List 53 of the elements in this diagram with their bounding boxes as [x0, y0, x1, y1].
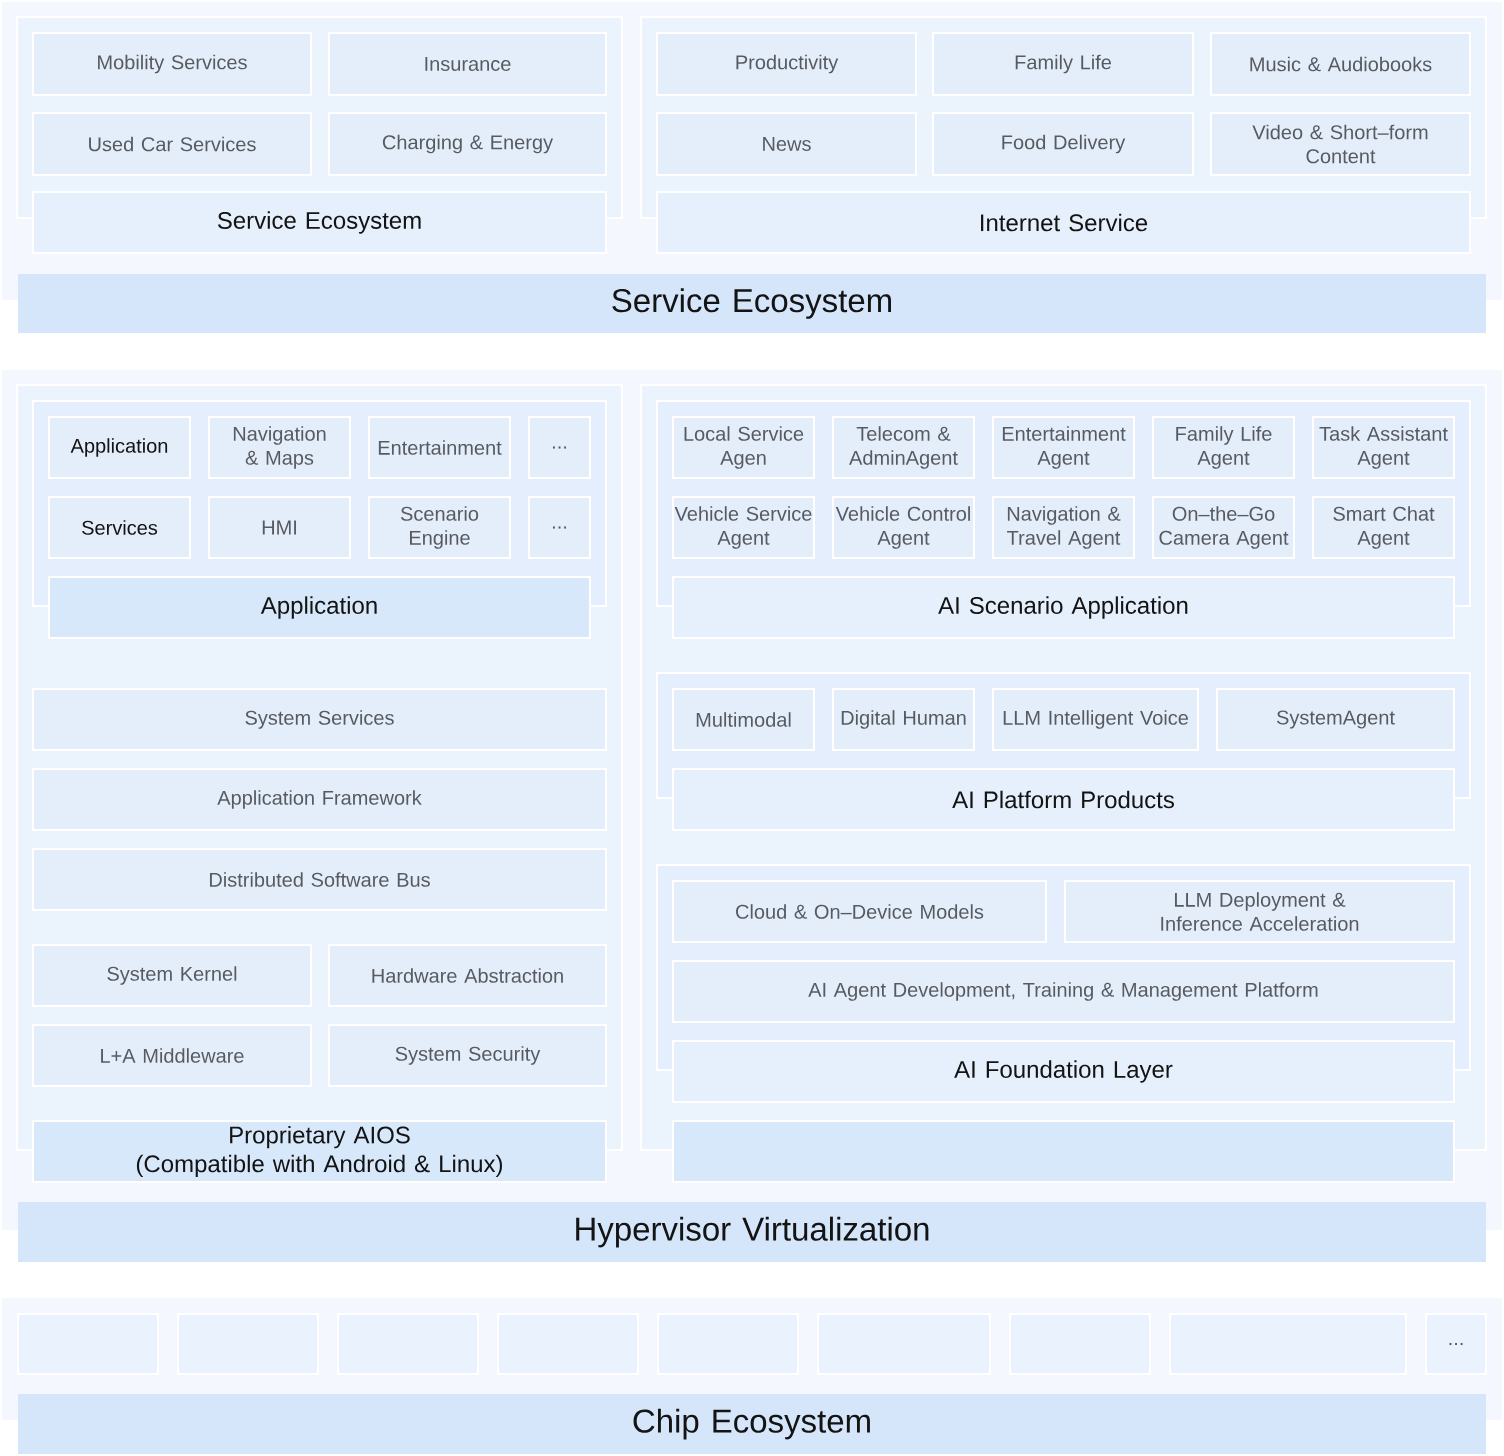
module-box: Entertainment: [368, 416, 511, 479]
module-box: Application Framework: [32, 768, 607, 831]
module-box: Hardware Abstraction: [328, 944, 607, 1007]
module-box: Video & Short–form Content: [1210, 112, 1471, 176]
module-box: Family Life Agent: [1152, 416, 1295, 479]
module-box: Digital Human: [832, 688, 975, 751]
module-box: Local Service Agen: [672, 416, 815, 479]
module-box: LLM Intelligent Voice: [992, 688, 1199, 751]
module-box: Vehicle Service Agent: [672, 496, 815, 559]
module-box: Cloud & On–Device Models: [672, 880, 1047, 943]
module-box: Vehicle Control Agent: [832, 496, 975, 559]
module-box: System Kernel: [32, 944, 312, 1007]
module-box: AI Agent Development, Training & Management Platform: [672, 960, 1455, 1023]
title-bar: Hypervisor Virtualization: [18, 1202, 1486, 1262]
title-bar: Chip Ecosystem: [18, 1394, 1486, 1454]
title-bar: Application: [48, 576, 591, 639]
module-box: Charging & Energy: [328, 112, 607, 176]
module-box: System Security: [328, 1024, 607, 1087]
module-box: ...: [528, 416, 591, 479]
module-box: SystemAgent: [1216, 688, 1455, 751]
module-box: Multimodal: [672, 688, 815, 751]
module-box: Food Delivery: [932, 112, 1194, 176]
module-box: ...: [1425, 1313, 1487, 1375]
module-box: HMI: [208, 496, 351, 559]
title-bar: AI Scenario Application: [672, 576, 1455, 639]
module-box: Family Life: [932, 32, 1194, 96]
module-box: Entertainment Agent: [992, 416, 1135, 479]
title-bar: Service Ecosystem: [18, 274, 1486, 333]
module-box: ...: [528, 496, 591, 559]
module-box: Smart Chat Agent: [1312, 496, 1455, 559]
module-box: Music & Audiobooks: [1210, 32, 1471, 96]
module-box: Application: [48, 416, 191, 479]
module-box: System Services: [32, 688, 607, 751]
title-bar: AI Platform Products: [672, 768, 1455, 831]
module-box: LLM Deployment & Inference Acceleration: [1064, 880, 1455, 943]
title-bar: AI Foundation Layer: [672, 1040, 1455, 1103]
title-bar: Internet Service: [656, 191, 1471, 254]
module-box: Productivity: [656, 32, 917, 96]
module-box: Services: [48, 496, 191, 559]
title-bar: Proprietary AIOS (Compatible with Android & Linux): [32, 1120, 607, 1183]
module-box: On–the–Go Camera Agent: [1152, 496, 1295, 559]
module-box: Telecom & AdminAgent: [832, 416, 975, 479]
module-box: News: [656, 112, 917, 176]
module-box: Navigation & Maps: [208, 416, 351, 479]
module-box: Navigation & Travel Agent: [992, 496, 1135, 559]
module-box: L+A Middleware: [32, 1024, 312, 1087]
module-box: Mobility Services: [32, 32, 312, 96]
module-box: Task Assistant Agent: [1312, 416, 1455, 479]
module-box: Distributed Software Bus: [32, 848, 607, 911]
title-bar: Service Ecosystem: [32, 191, 607, 254]
module-box: Insurance: [328, 32, 607, 96]
module-box: Used Car Services: [32, 112, 312, 176]
module-box: Scenario Engine: [368, 496, 511, 559]
